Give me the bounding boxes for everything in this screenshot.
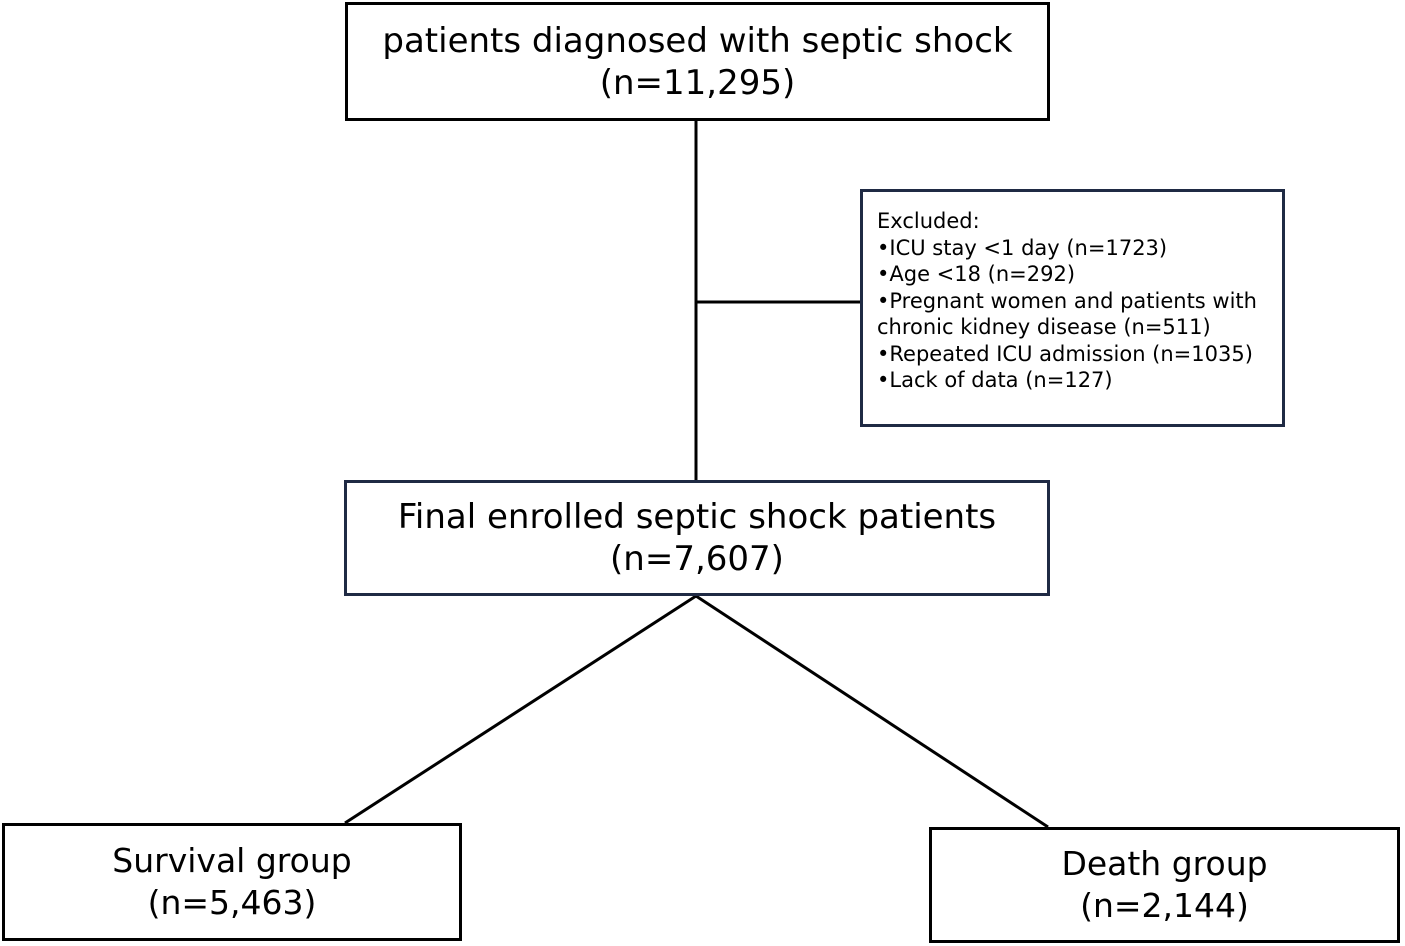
diagnosed-count: (n=11,295)	[599, 62, 796, 103]
death-title: Death group	[1061, 844, 1268, 883]
survival-count: (n=5,463)	[147, 883, 317, 922]
excluded-item-icu-stay: •ICU stay <1 day (n=1723)	[877, 235, 1168, 260]
box-death-group: Death group (n=2,144)	[929, 827, 1400, 943]
excluded-title: Excluded:	[877, 209, 980, 233]
excluded-item-pregnant-ckd: •Pregnant women and patients with	[877, 288, 1257, 313]
death-count: (n=2,144)	[1080, 886, 1249, 925]
excluded-item-lack-data: •Lack of data (n=127)	[877, 368, 1113, 392]
connector-final-to-survival	[344, 594, 697, 825]
box-survival-group: Survival group (n=5,463)	[2, 823, 462, 941]
final-title: Final enrolled septic shock patients	[397, 497, 997, 537]
survival-title: Survival group	[112, 841, 352, 880]
excluded-item-repeated-icu: •Repeated ICU admission (n=1035)	[877, 341, 1253, 366]
connector-final-to-death	[695, 594, 1049, 829]
final-count: (n=7,607)	[610, 539, 784, 579]
box-final-enrolled: Final enrolled septic shock patients (n=…	[344, 480, 1050, 596]
excluded-item-pregnant-ckd-cont: chronic kidney disease (n=511)	[877, 315, 1211, 339]
box-excluded: Excluded: •ICU stay <1 day (n=1723) •Age…	[860, 189, 1285, 427]
excluded-item-age: •Age <18 (n=292)	[877, 262, 1076, 286]
diagnosed-title: patients diagnosed with septic shock	[382, 20, 1013, 61]
box-diagnosed-patients: patients diagnosed with septic shock (n=…	[345, 2, 1050, 121]
excluded-list: •ICU stay <1 day (n=1723) •Age <18 (n=29…	[877, 235, 1257, 394]
